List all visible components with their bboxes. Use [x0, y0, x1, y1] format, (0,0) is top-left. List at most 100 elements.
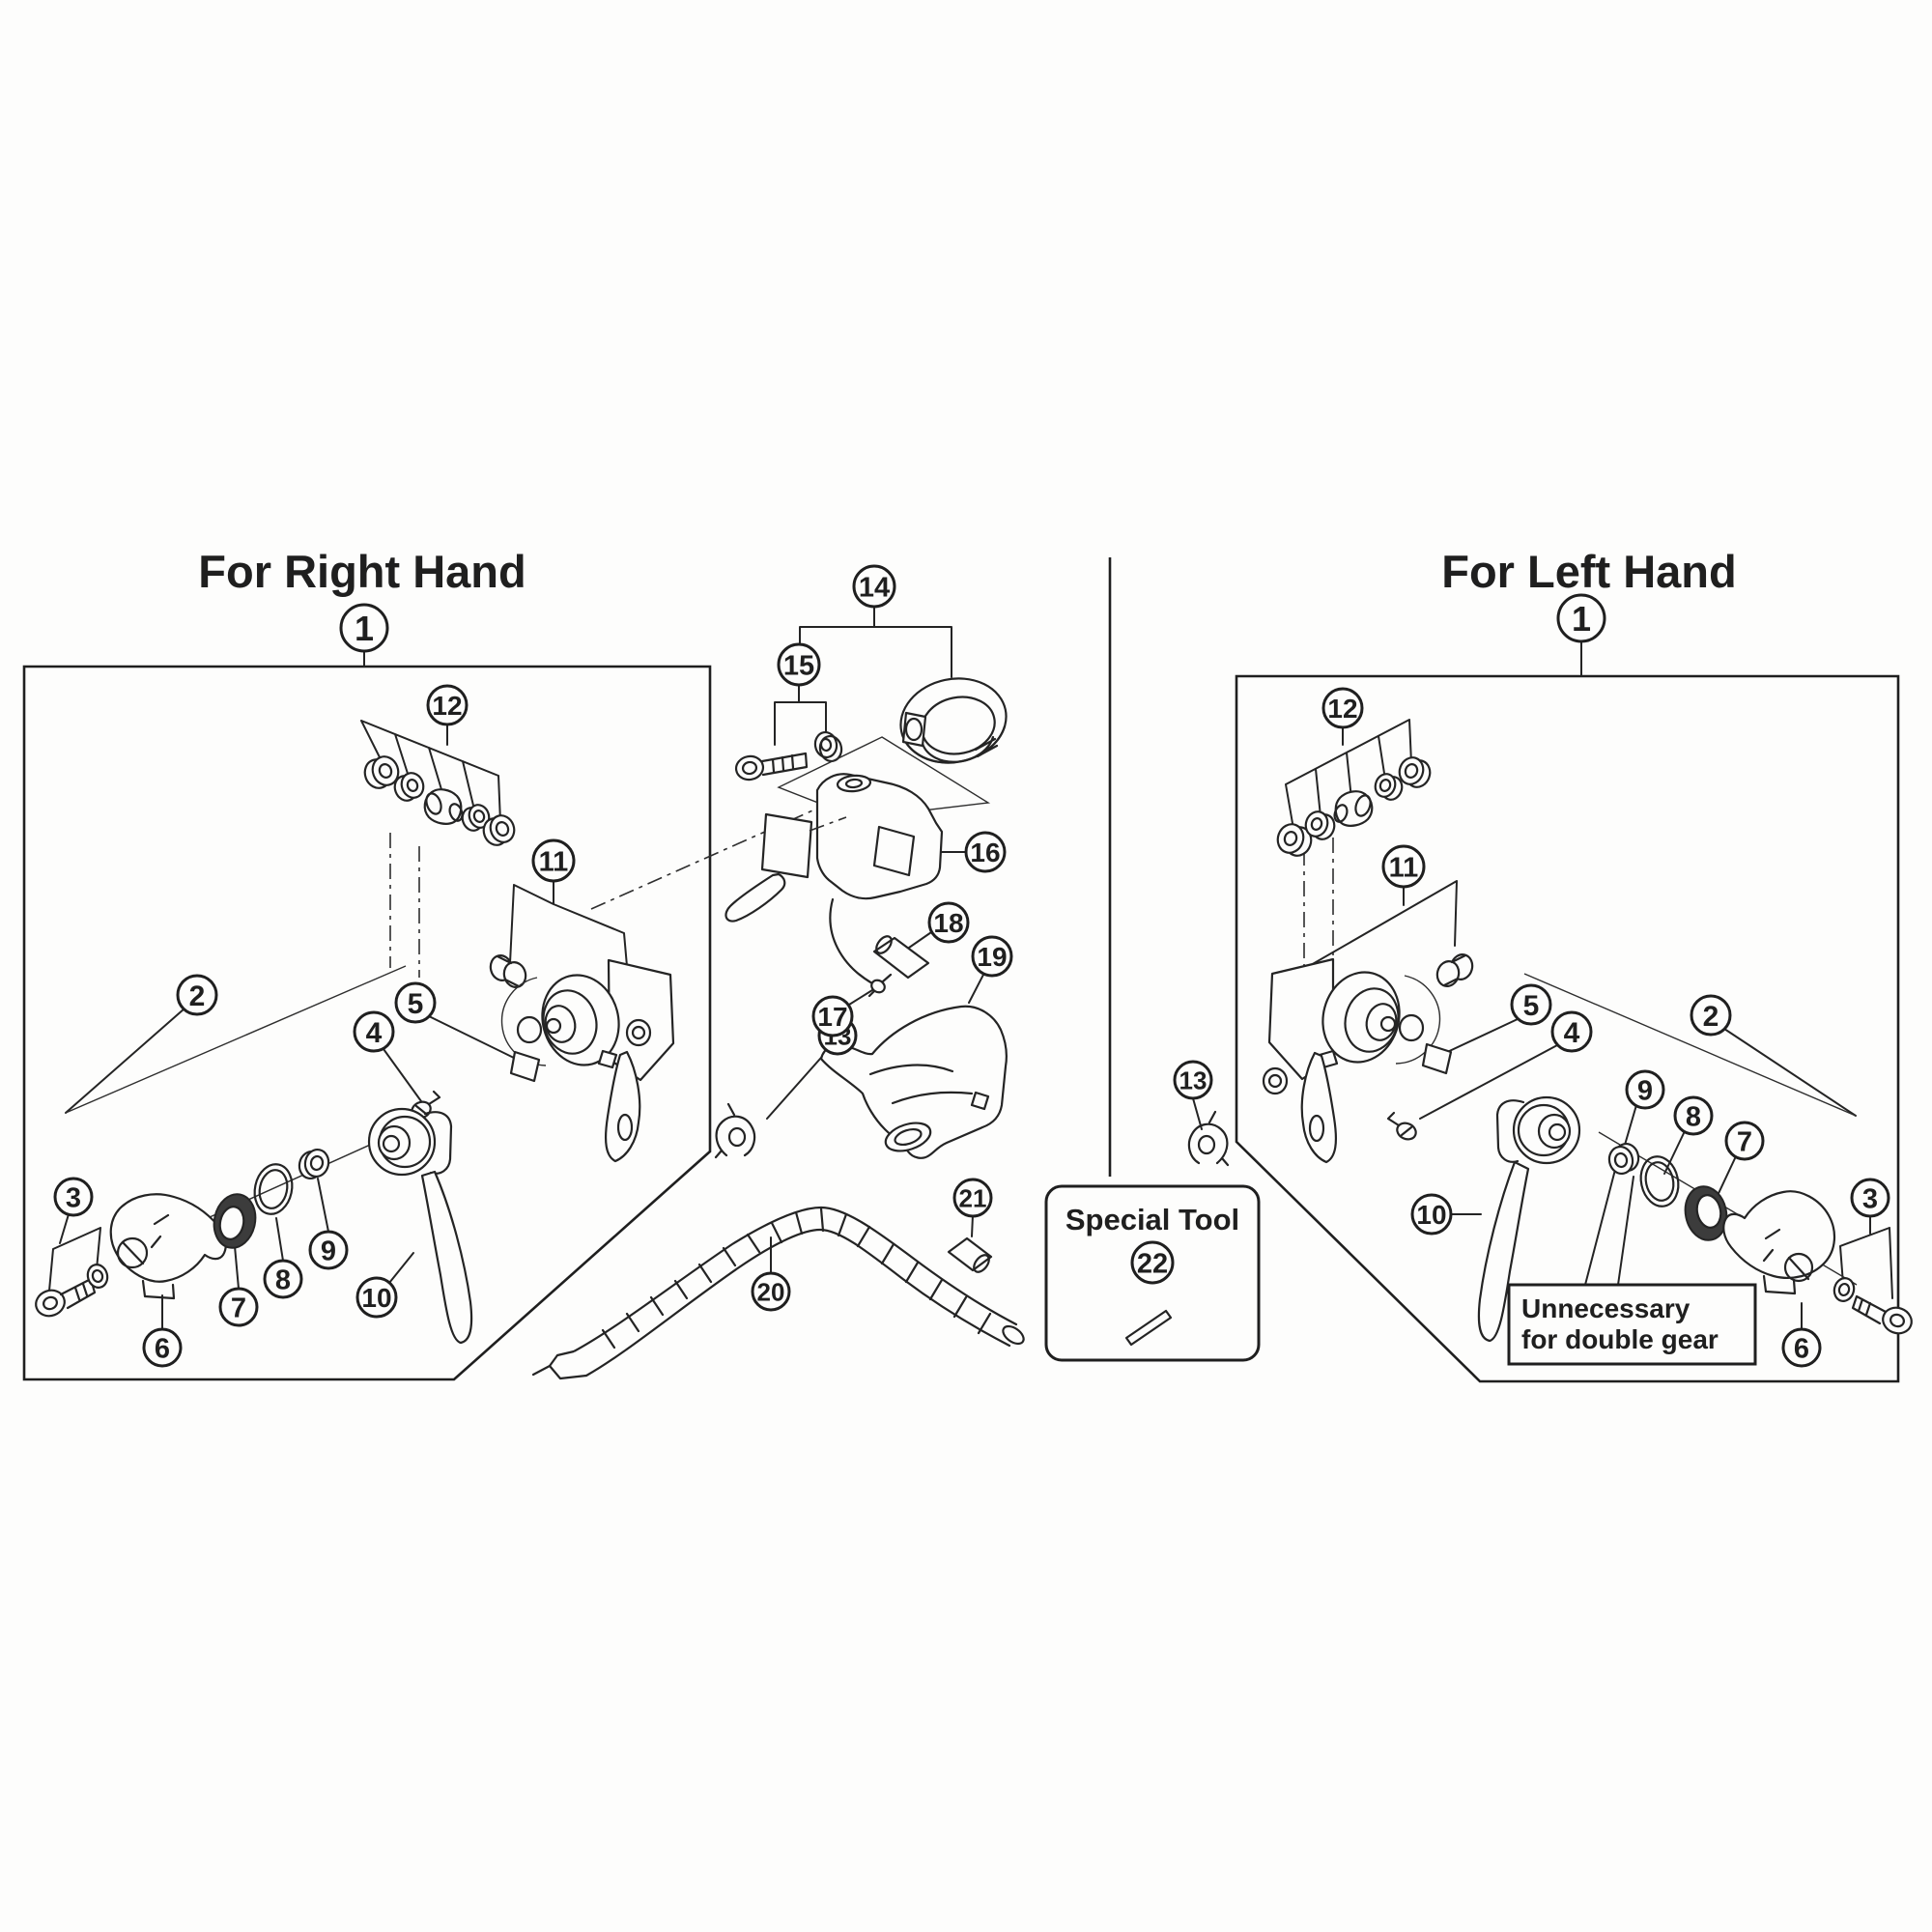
- cable-end-ferrule: [947, 1236, 993, 1273]
- cable-fixing-screw: [867, 973, 893, 998]
- right-hand-panel-outline: [22, 665, 712, 1381]
- shift-mechanism-unit: [411, 954, 675, 1163]
- svg-text:8: 8: [275, 1264, 291, 1295]
- svg-text:2: 2: [1703, 1001, 1719, 1033]
- callout-right-2: 2: [1690, 994, 1732, 1037]
- right-hand-parts: [35, 755, 756, 1345]
- callout-left-11: 11: [531, 838, 576, 883]
- svg-text:7: 7: [231, 1293, 246, 1323]
- svg-text:17: 17: [817, 1002, 847, 1032]
- callout-left-6: 6: [142, 1327, 183, 1368]
- handlebar-clamp-band: [899, 677, 1008, 764]
- callout-right-13: 13: [1173, 1060, 1213, 1100]
- cable-hook-clip-right-hand: [714, 1102, 756, 1159]
- left-hand-leader-lines: [1192, 640, 1893, 1330]
- outer-cable-housing: [531, 1206, 1025, 1380]
- cable-hook-clip-left-hand: [1187, 1110, 1230, 1167]
- svg-text:9: 9: [1637, 1075, 1653, 1106]
- callout-right-7: 7: [1724, 1121, 1765, 1161]
- note-line-2: for double gear: [1521, 1324, 1719, 1354]
- panel-frames: [22, 557, 1900, 1383]
- svg-text:3: 3: [66, 1182, 81, 1213]
- callout-left-3: 3: [53, 1177, 94, 1217]
- svg-text:18: 18: [933, 908, 963, 938]
- svg-text:4: 4: [1564, 1017, 1580, 1049]
- special-tool-pin: [1124, 1309, 1173, 1347]
- left-hand-panel-outline: [1235, 674, 1900, 1383]
- double-gear-note-box: Unnecessary for double gear: [1507, 1165, 1757, 1366]
- special-tool-label: Special Tool: [1065, 1203, 1239, 1236]
- svg-text:13: 13: [1179, 1065, 1208, 1094]
- callout-left-5: 5: [394, 981, 437, 1024]
- bracket-cover-and-lever-set: [35, 1107, 473, 1345]
- callout-right-3: 3: [1850, 1178, 1890, 1218]
- svg-text:20: 20: [757, 1277, 785, 1306]
- left-hand-parts: [1187, 756, 1913, 1343]
- callout-right-10: 10: [1410, 1193, 1453, 1236]
- svg-text:11: 11: [1389, 852, 1419, 883]
- svg-text:11: 11: [539, 846, 569, 877]
- callout-center-17: 17: [811, 995, 854, 1037]
- svg-text:9: 9: [321, 1236, 336, 1266]
- svg-text:1: 1: [1572, 599, 1591, 639]
- clamp-bolt-and-washer: [734, 730, 843, 781]
- center-parts: [531, 677, 1025, 1380]
- svg-text:5: 5: [408, 988, 424, 1020]
- svg-text:6: 6: [155, 1333, 170, 1364]
- callout-center-20: 20: [751, 1271, 791, 1312]
- callout-left-9: 9: [308, 1230, 349, 1270]
- svg-text:19: 19: [977, 942, 1007, 972]
- svg-text:7: 7: [1737, 1126, 1752, 1157]
- callout-right-12: 12: [1321, 687, 1364, 729]
- svg-text:16: 16: [970, 838, 1000, 867]
- svg-text:5: 5: [1523, 990, 1540, 1022]
- callout-right-1: 1: [1556, 593, 1606, 643]
- svg-text:22: 22: [1137, 1248, 1168, 1279]
- callout-left-7: 7: [218, 1287, 259, 1327]
- callout-right-5: 5: [1510, 983, 1552, 1026]
- svg-text:6: 6: [1794, 1333, 1809, 1364]
- svg-text:12: 12: [1327, 694, 1357, 724]
- shaft-nut-washer-set: [363, 755, 516, 846]
- rubber-bracket-hood: [819, 1005, 1009, 1159]
- callout-right-8: 8: [1673, 1095, 1714, 1136]
- callout-right-9: 9: [1625, 1069, 1665, 1110]
- callout-center-19: 19: [971, 935, 1013, 978]
- callout-left-10: 10: [355, 1276, 398, 1319]
- left-hand-title: For Left Hand: [1441, 546, 1736, 597]
- shaft-nut-washer-set-left: [1276, 756, 1432, 857]
- callout-left-12: 12: [426, 684, 469, 726]
- svg-text:14: 14: [859, 572, 890, 603]
- callout-left-2: 2: [176, 974, 218, 1016]
- callout-left-1: 1: [339, 603, 389, 653]
- callout-center-14: 14: [852, 564, 896, 609]
- callout-left-8: 8: [263, 1259, 303, 1299]
- svg-text:1: 1: [355, 609, 374, 648]
- bracket-cover-and-lever-set-left: [1477, 1095, 1913, 1343]
- callout-left-4: 4: [353, 1010, 395, 1053]
- callout-center-15: 15: [777, 642, 821, 687]
- callout-right-6: 6: [1781, 1327, 1822, 1368]
- svg-text:8: 8: [1686, 1101, 1701, 1132]
- callout-center-22: 22: [1130, 1240, 1175, 1285]
- svg-text:4: 4: [366, 1017, 383, 1049]
- callout-right-11: 11: [1381, 844, 1426, 889]
- callout-center-21: 21: [952, 1178, 993, 1218]
- svg-text:2: 2: [189, 980, 206, 1012]
- callouts-left-hand: 1 12 11 54 2 13 9 8 7 3 10 6: [1173, 593, 1890, 1368]
- callout-right-4: 4: [1550, 1010, 1593, 1053]
- svg-text:10: 10: [1416, 1200, 1446, 1230]
- lever-axle-pin: [872, 935, 930, 980]
- right-hand-title: For Right Hand: [198, 546, 526, 597]
- lever-bracket-body: [724, 736, 991, 985]
- svg-text:3: 3: [1862, 1183, 1878, 1214]
- callout-center-18: 18: [927, 901, 970, 944]
- callout-center-16: 16: [964, 831, 1007, 873]
- callouts-center: 14 15 16 18 19 17 20 21 22: [751, 564, 1175, 1312]
- svg-text:12: 12: [432, 691, 462, 721]
- note-line-1: Unnecessary: [1521, 1293, 1690, 1323]
- shift-mechanism-unit-left: [1262, 953, 1474, 1164]
- svg-text:21: 21: [959, 1183, 987, 1212]
